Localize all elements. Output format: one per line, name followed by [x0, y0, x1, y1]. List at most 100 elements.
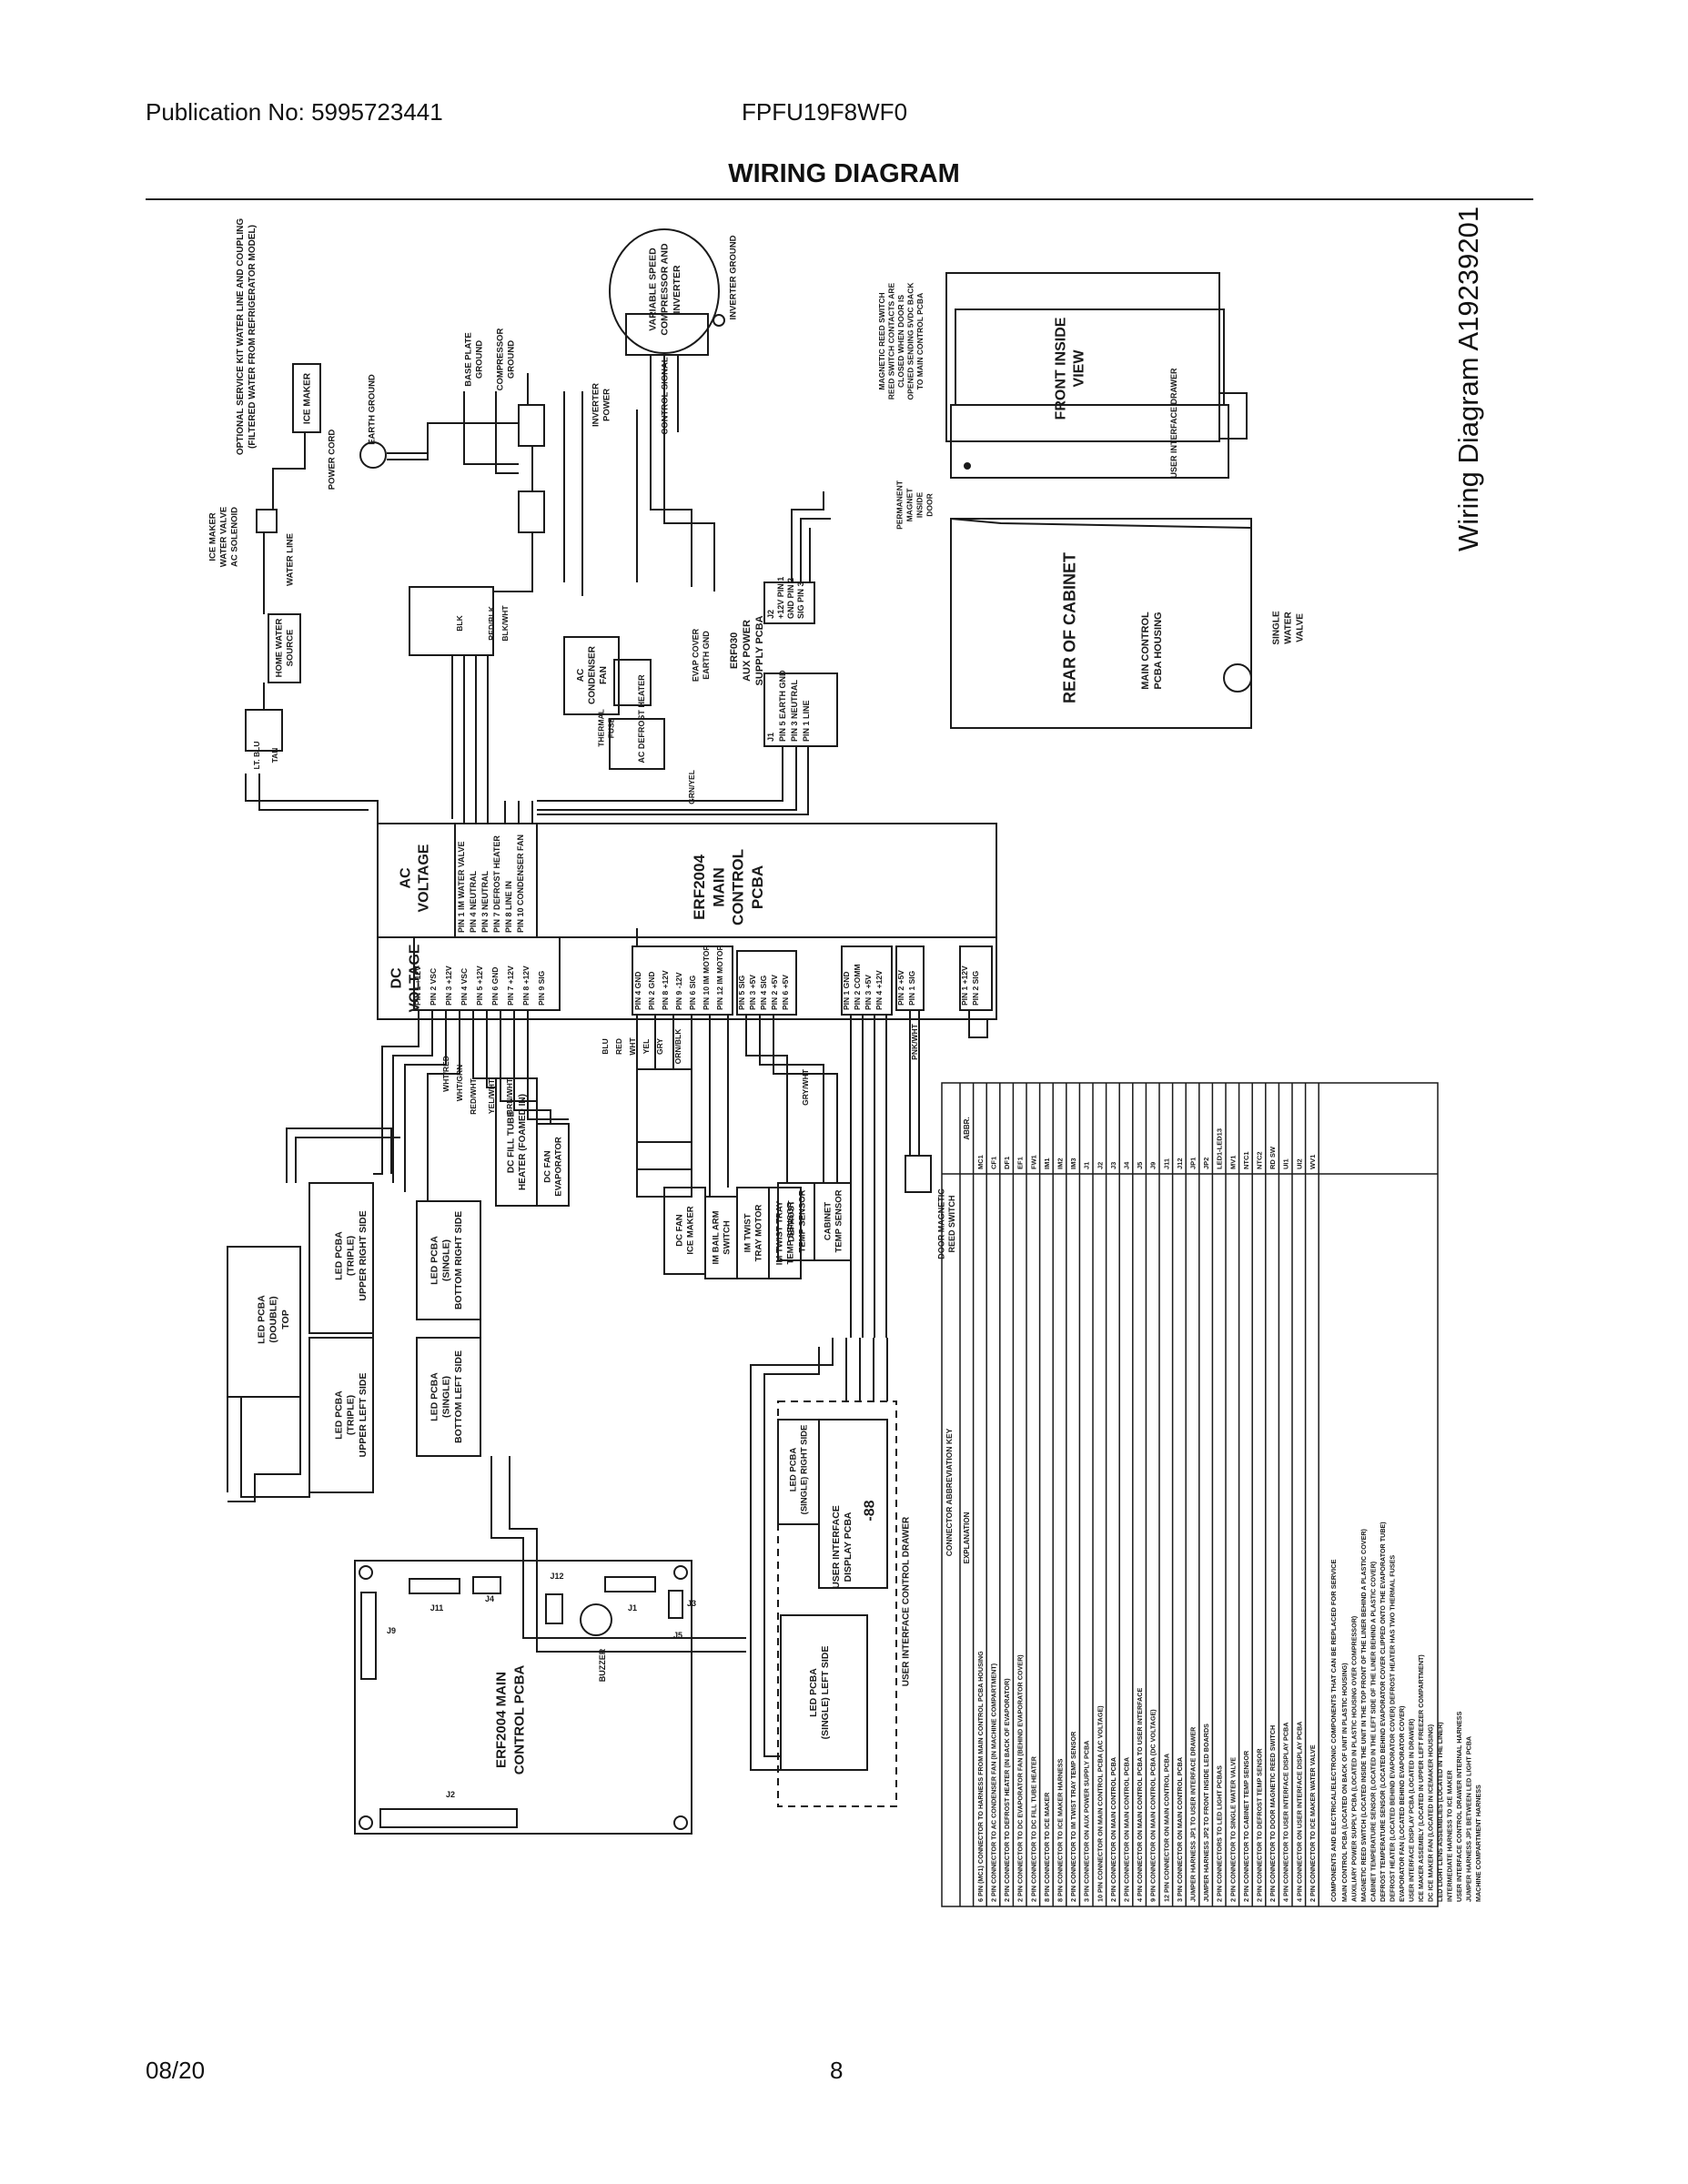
component-note: MACHINE COMPARTMENT HARNESS — [1474, 1785, 1482, 1902]
wire-color-tag: YEL — [642, 1039, 651, 1055]
led-upper-left-label-line: (TRIPLE) — [346, 1395, 357, 1435]
water-line-label: WATER LINE — [285, 533, 295, 586]
component-note: MAGNETIC REED SWITCH (LOCATED INSIDE THE… — [1359, 1528, 1368, 1902]
key-abbr-cell: IM3 — [1069, 1158, 1077, 1169]
user-interface-drawer-label: USER INTERFACE DRAWER — [1169, 368, 1178, 479]
key-explanation-cell: 2 PIN CONNECTOR ON MAIN CONTROL PCBA — [1123, 1757, 1131, 1902]
main-control-housing-label-line: PCBA HOUSING — [1153, 612, 1164, 689]
key-abbr-text: DF1 — [1003, 1157, 1011, 1169]
component-note: EVAPORATOR FAN (LOCATED BEHIND EVAPORATO… — [1398, 1705, 1406, 1902]
j1-main-pin-list-row: PIN 3 +5V — [748, 975, 757, 1010]
key-explanation-text: 10 PIN CONNECTOR ON MAIN CONTROL PCBA (A… — [1096, 1705, 1104, 1902]
mounting-hole-3 — [359, 1815, 373, 1830]
ac-condenser-fan-label-line: AC — [576, 669, 586, 682]
key-explanation-text: 6 PIN (MC1) CONNECTOR TO HARNESS FROM MA… — [976, 1651, 985, 1902]
aux-j1-pin-list-row: PIN 5 EARTH GND — [778, 670, 787, 742]
key-abbr-text: NTC2 — [1256, 1151, 1264, 1169]
key-explanation-cell: JUMPER HARNESS JP2 TO FRONT INSIDE LED B… — [1202, 1724, 1210, 1902]
user-interface-drawer-label-line: USER INTERFACE DRAWER — [1169, 368, 1178, 479]
key-explanation-text: JUMPER HARNESS JP1 TO USER INTERFACE DRA… — [1189, 1726, 1198, 1902]
j11-pin-list-row: PIN 9 -12V — [674, 972, 683, 1010]
wire-color-tag-line: TAN — [270, 748, 279, 763]
wire — [800, 518, 831, 582]
aux-power-supply-label-line: ERF030 — [729, 632, 740, 669]
wire-color-tag-line: RED/WHT — [469, 1077, 478, 1114]
single-water-valve-label-line: WATER — [1284, 612, 1294, 644]
key-explanation-cell: 3 PIN CONNECTOR ON AUX POWER SUPPLY PCBA — [1083, 1741, 1091, 1902]
led-bottom-left-label-line: BOTTOM LEFT SIDE — [453, 1350, 464, 1443]
wire-color-tag: BLU — [601, 1038, 610, 1054]
wire — [240, 1397, 310, 1498]
wire-color-tag-line: LT. BLU — [252, 741, 261, 769]
j9-pin-list-row: PIN 9 SIG — [537, 970, 546, 1006]
wire — [663, 355, 715, 592]
dc-voltage-label-line: DC — [389, 967, 405, 989]
led-upper-left-label: LED PCBA(TRIPLE)UPPER LEFT SIDE — [334, 1373, 369, 1458]
key-explanation-text: JUMPER HARNESS JP2 TO FRONT INSIDE LED B… — [1202, 1724, 1210, 1902]
inverter-power-label-line: INVERTER — [591, 383, 601, 427]
key-explanation-text: 12 PIN CONNECTOR ON MAIN CONTROL PCBA — [1162, 1754, 1170, 1902]
board-connector-label: J1 — [628, 1603, 637, 1613]
led-bottom-right-label-line: (SINGLE) — [441, 1239, 452, 1281]
power-cord-label: POWER CORD — [327, 430, 337, 490]
ui-display-pcba-label-line: DISPLAY PCBA — [843, 1512, 854, 1582]
wire — [791, 491, 824, 582]
key-abbr-text: IM3 — [1069, 1158, 1077, 1169]
led-upper-right-label-line: UPPER RIGHT SIDE — [358, 1210, 369, 1300]
component-notes-title: COMPONENTS AND ELECTRICAL/ELECTRONIC COM… — [1329, 1559, 1338, 1902]
wire-color-tag: PNK/WHT — [910, 1023, 919, 1059]
wire — [490, 1456, 746, 1639]
dc-voltage-label-line: VOLTAGE — [408, 944, 423, 1012]
dc-fan-ice-maker-label-line: DC FAN — [674, 1214, 684, 1247]
wire-color-tag: LT. BLU — [252, 741, 261, 769]
led-top-label-line: TOP — [280, 1309, 291, 1329]
wire — [495, 391, 519, 474]
led-top-board — [227, 1246, 301, 1398]
ui-left-led-label-line: (SINGLE) LEFT SIDE — [820, 1646, 831, 1740]
j11-pin-list-row: PIN 2 GND — [647, 971, 656, 1010]
key-explanation-text: 2 PIN CONNECTOR ON MAIN CONTROL PCBA — [1123, 1757, 1131, 1902]
component-note: CABINET TEMPERATURE SENSOR (LOCATED IN T… — [1369, 1561, 1377, 1902]
board-layout-title-line: CONTROL PCBA — [511, 1665, 527, 1775]
key-explanation-cell: 3 PIN CONNECTOR ON MAIN CONTROL PCBA — [1176, 1757, 1184, 1902]
mounting-hole-1 — [359, 1565, 373, 1580]
j5-pin-list-row: PIN 4 +12V — [874, 970, 884, 1010]
j5-connector — [841, 945, 893, 1016]
key-abbr-text: IM2 — [1056, 1158, 1065, 1169]
led-upper-right-label-line: LED PCBA — [334, 1231, 345, 1280]
permanent-magnet-label-line: INSIDE — [915, 492, 924, 519]
j9-pin-list-row: PIN 7 +12V — [506, 966, 515, 1006]
aux-j2-pin-list-row: GND PIN 2 — [786, 578, 795, 619]
reed-switch-note-line: OPENED SENDING 5VDC BACK — [905, 282, 915, 400]
aux-j2-pin-list-row: SIG PIN 3 — [796, 581, 805, 619]
optional-service-kit-label-line: (FILTERED WATER FROM REFRIGERATOR MODEL) — [248, 225, 258, 449]
ac-condenser-fan-label-line: FAN — [599, 666, 609, 684]
key-abbr-text: IM1 — [1043, 1158, 1051, 1169]
component-note: LED LIGHT LENS ASSEMBLIES (LOCATED IN TH… — [1436, 1722, 1444, 1902]
water-line-label-line: WATER LINE — [285, 533, 295, 586]
j9-pin-list-row: PIN 8 +12V — [521, 966, 531, 1006]
aux-power-supply-label-line: SUPPLY PCBA — [754, 615, 765, 685]
j4-pin-list-row: PIN 1 +12V — [960, 966, 969, 1006]
wire — [537, 746, 797, 811]
df1-connector — [609, 718, 665, 770]
aux-j2-pin-list-row: J2 — [766, 610, 775, 619]
wire-color-tag: BRN/WHT — [505, 1077, 514, 1115]
connector-key-frame — [941, 1082, 1439, 1907]
wire-color-tag: GRY — [655, 1038, 664, 1055]
j5-pin-list-row: PIN 2 COMM — [853, 964, 862, 1010]
wire — [773, 1015, 838, 1183]
im-bail-arm-label-line: SWITCH — [722, 1220, 732, 1255]
j3-pin-list-row: PIN 1 SIG — [907, 970, 916, 1006]
key-abbr-cell: J11 — [1162, 1158, 1170, 1169]
